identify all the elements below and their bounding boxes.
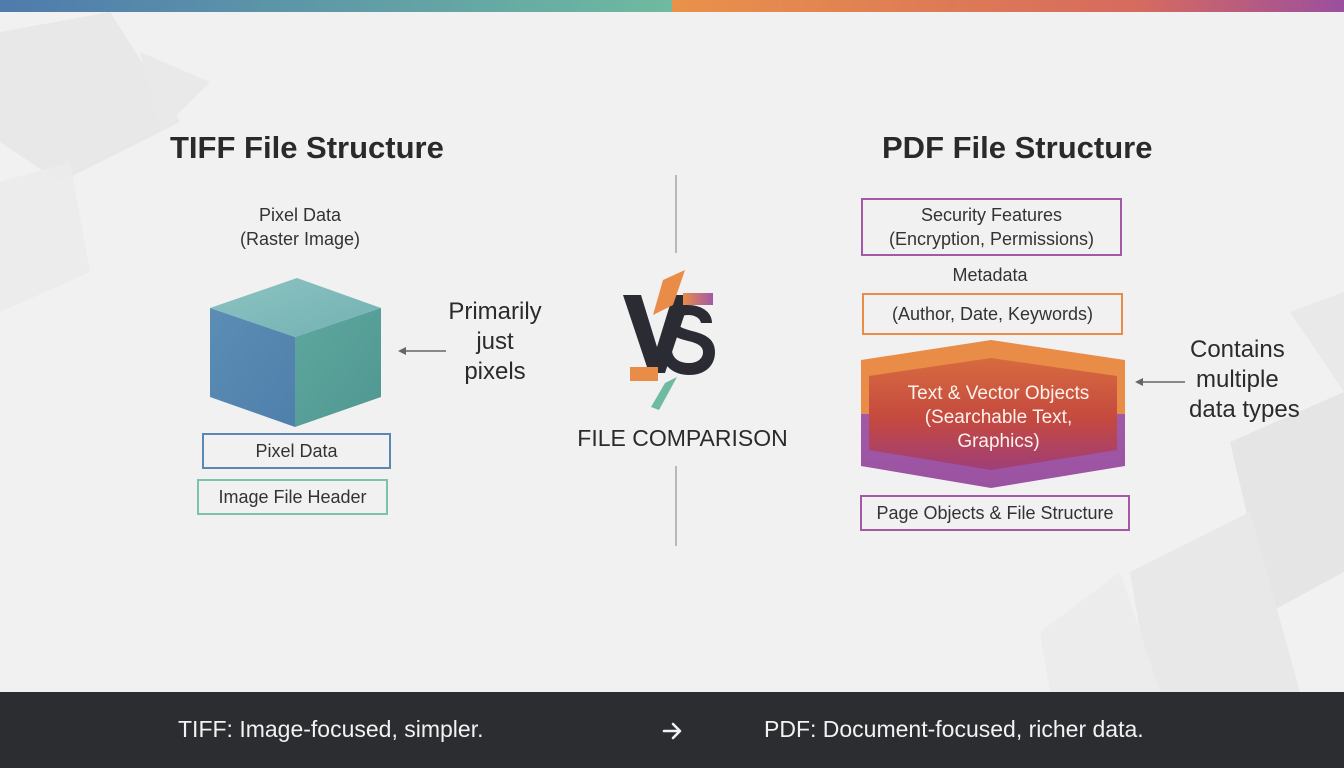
footer-tiff-summary: TIFF: Image-focused, simpler.: [178, 716, 484, 742]
footer-pdf-summary: PDF: Document-focused, richer data.: [764, 716, 1144, 742]
pdf-objects-hexagon: [861, 340, 1125, 488]
tiff-pixel-data-label: Pixel Data (Raster Image): [239, 205, 361, 249]
file-comparison-label: FILE COMPARISON: [577, 425, 788, 451]
tiff-annotation-arrow-icon: [398, 347, 446, 355]
pdf-security-box: Security Features (Encryption, Permissio…: [861, 198, 1122, 256]
pdf-page-objects-box: Page Objects & File Structure: [860, 495, 1130, 531]
background-decoration: [0, 12, 1344, 692]
tiff-annotation: Primarily just pixels: [448, 298, 542, 385]
center-divider-bottom: [675, 466, 677, 546]
vs-logo-icon: [623, 270, 715, 410]
pdf-metadata-label: Metadata: [952, 265, 1028, 285]
tiff-pixel-data-box: Pixel Data: [202, 433, 391, 469]
arrow-right-icon: [662, 722, 682, 740]
pdf-annotation-arrow-icon: [1135, 378, 1185, 386]
pdf-metadata-box: (Author, Date, Keywords): [862, 293, 1123, 335]
tiff-title: TIFF File Structure: [170, 130, 444, 165]
pdf-annotation: Contains multiple data types: [1189, 336, 1300, 423]
cube-icon: [210, 278, 381, 427]
pdf-objects-label: Text & Vector Objects (Searchable Text, …: [907, 383, 1090, 452]
top-accent-bar: [0, 0, 1344, 12]
tiff-header-box: Image File Header: [197, 479, 388, 515]
pdf-title: PDF File Structure: [882, 130, 1153, 165]
footer-bar: TIFF: Image-focused, simpler. PDF: Docum…: [0, 692, 1344, 768]
center-divider-top: [675, 175, 677, 253]
